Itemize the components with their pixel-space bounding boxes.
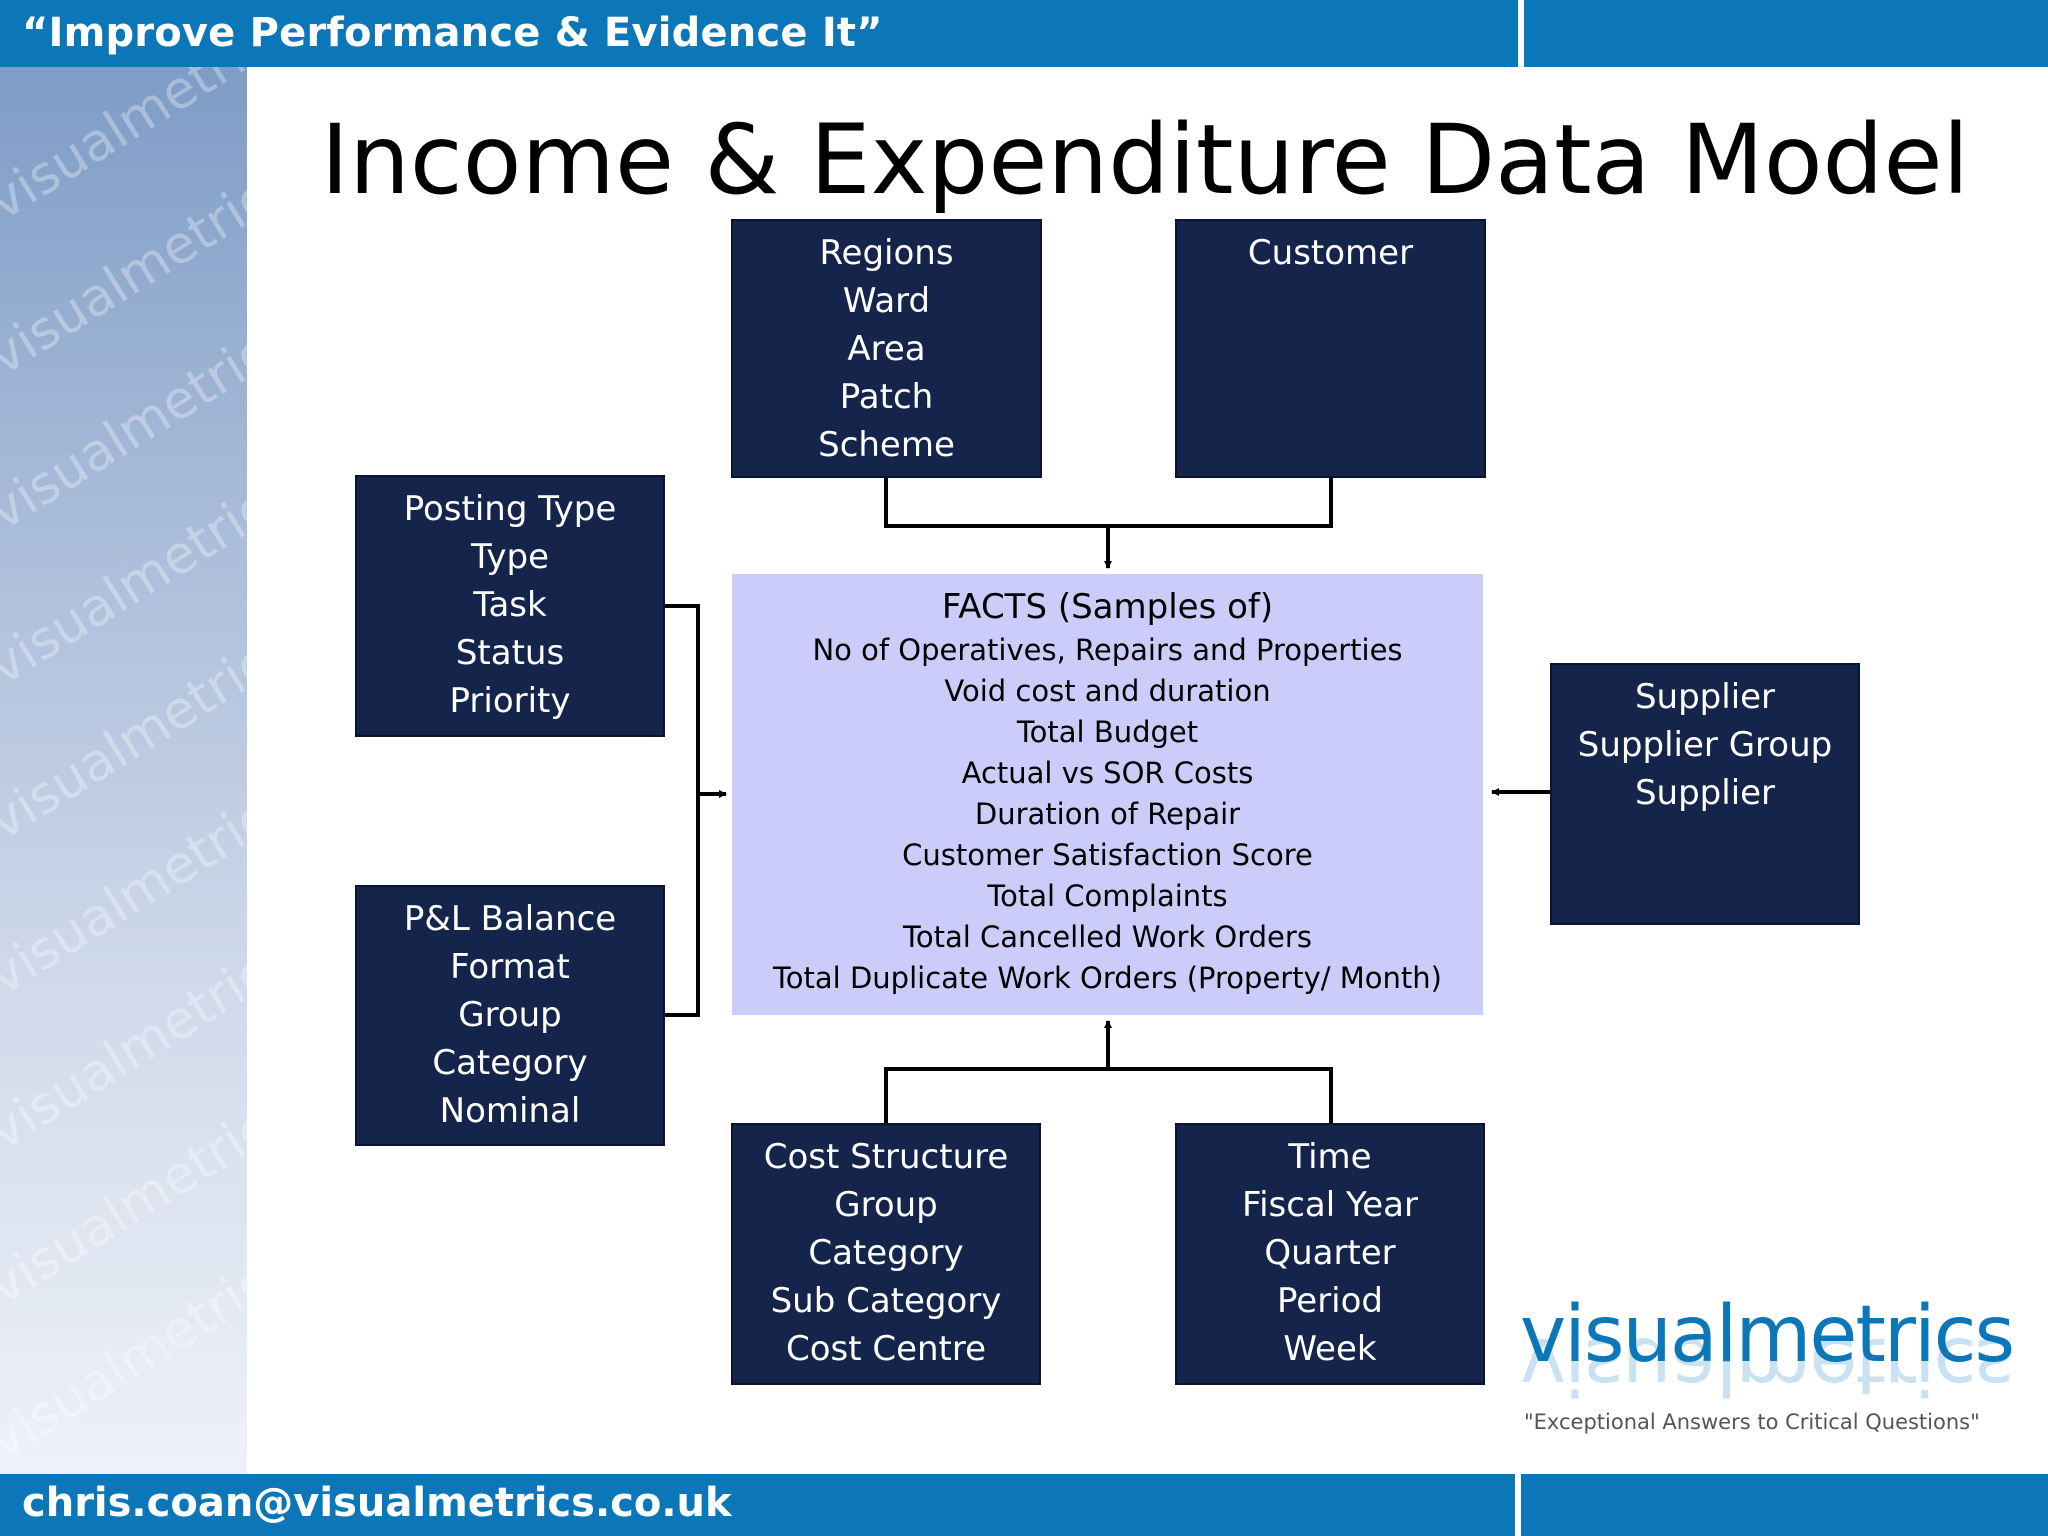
posting-type-dimension-box: Posting Type Type Task Status Priority [355,475,665,737]
cost-structure-dimension-box: Cost Structure Group Category Sub Catego… [731,1123,1041,1385]
header-tagline: “Improve Performance & Evidence It” [22,10,883,56]
supplier-dimension-box: Supplier Supplier Group Supplier [1550,663,1860,925]
time-dimension-box: Time Fiscal Year Quarter Period Week [1175,1123,1485,1385]
box-line: Supplier [1634,773,1776,813]
box-line: Supplier Group [1577,725,1833,765]
box-line: Posting Type [403,489,617,529]
box-line: Customer [1247,233,1414,273]
facts-box: FACTS (Samples of) No of Operatives, Rep… [732,574,1483,1015]
facts-item: Total Complaints [987,879,1228,913]
footer-divider [1515,1474,1521,1536]
box-line: Period [1276,1281,1384,1321]
box-line: Patch [839,377,934,417]
watermark-sidebar: visualmetrics visualmetrics visualmetric… [0,67,247,1474]
facts-item: Actual vs SOR Costs [961,756,1254,790]
page-title: Income & Expenditure Data Model [320,104,1970,216]
facts-item: Total Budget [1016,715,1199,749]
facts-item: No of Operatives, Repairs and Properties [812,633,1403,667]
header-divider [1518,0,1524,67]
connector-bottom [884,1067,1333,1124]
box-line: Area [847,329,926,369]
box-line: Supplier [1634,677,1776,717]
box-line: Week [1283,1329,1377,1369]
box-line: Cost Centre [785,1329,987,1369]
box-line: Priority [449,681,571,721]
logo-slogan: "Exceptional Answers to Critical Questio… [1524,1410,1980,1434]
box-line: Nominal [439,1091,581,1131]
facts-item: Customer Satisfaction Score [902,838,1313,872]
box-line: Quarter [1264,1233,1396,1273]
box-line: Group [834,1185,938,1225]
box-line: Time [1288,1137,1372,1177]
box-line: Scheme [818,425,955,465]
box-line: Task [473,585,547,625]
facts-title: FACTS (Samples of) [941,587,1274,627]
footer-bar: chris.coan@visualmetrics.co.uk [0,1474,2048,1536]
box-line: Status [455,633,565,673]
box-line: Category [808,1233,964,1273]
footer-email: chris.coan@visualmetrics.co.uk [22,1480,732,1526]
box-line: Group [458,995,562,1035]
box-line: Category [432,1043,588,1083]
connector-left [664,604,700,1017]
box-line: Format [450,947,570,987]
connector-top [884,477,1333,528]
header-bar: “Improve Performance & Evidence It” [0,0,2048,67]
regions-dimension-box: Regions Ward Area Patch Scheme [731,219,1042,478]
box-line: Fiscal Year [1241,1185,1418,1225]
facts-item: Total Cancelled Work Orders [903,920,1312,954]
customer-dimension-box: Customer [1175,219,1486,478]
facts-item: Void cost and duration [944,674,1271,708]
box-line: Sub Category [770,1281,1002,1321]
box-line: Ward [842,281,931,321]
logo-wordmark: visualmetrics [1520,1290,2015,1380]
box-line: P&L Balance [403,899,617,939]
visualmetrics-logo: visualmetrics visualmetrics "Exceptional… [1520,1290,2015,1450]
box-line: Regions [819,233,954,273]
pl-balance-dimension-box: P&L Balance Format Group Category Nomina… [355,885,665,1146]
box-line: Type [470,537,550,577]
box-line: Cost Structure [763,1137,1009,1177]
facts-item: Duration of Repair [974,797,1241,831]
facts-item: Total Duplicate Work Orders (Property/ M… [773,961,1442,995]
